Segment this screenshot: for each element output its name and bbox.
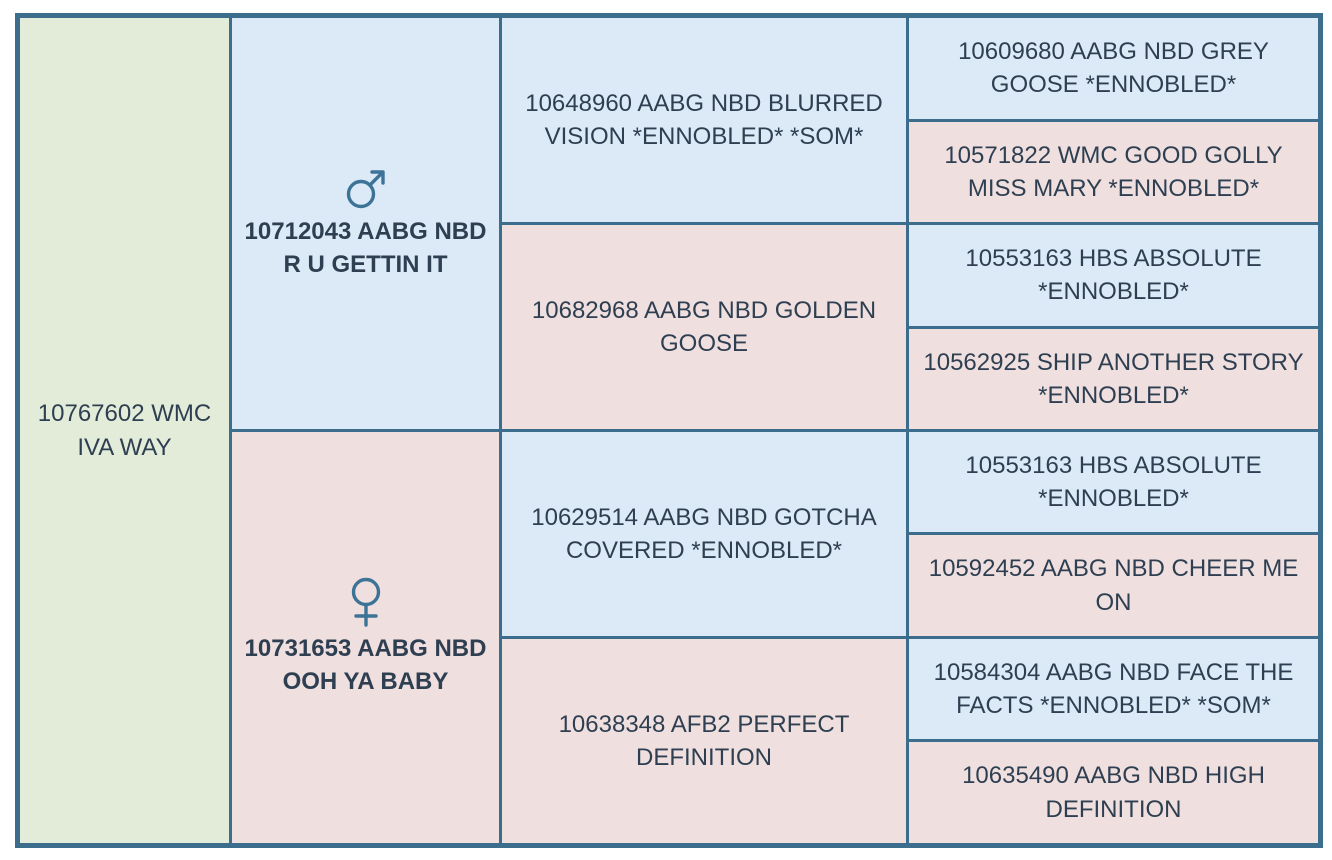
female-symbol-icon [242,576,489,628]
gen4-label: 10592452 AABG NBD CHEER ME ON [928,555,1299,616]
pedigree-cell-gen4-6[interactable]: 10592452 AABG NBD CHEER ME ON [906,532,1322,639]
pedigree-cell-gen4-2[interactable]: 10571822 WMC GOOD GOLLY MISS MARY *ENNOB… [906,118,1322,226]
pedigree-cell-gen3-2[interactable]: 10682968 AABG NBD GOLDEN GOOSE [499,222,909,432]
pedigree-cell-gen3-1[interactable]: 10648960 AABG NBD BLURRED VISION *ENNOBL… [499,13,909,226]
table-row: 10767602 WMC IVA WAY 10712043 AABG NBD R… [16,13,1322,847]
gen4-label: 10571822 WMC GOOD GOLLY MISS MARY *ENNOB… [944,141,1283,202]
gen4-label: 10584304 AABG NBD FACE THE FACTS *ENNOBL… [933,658,1294,719]
gen3-label: 10648960 AABG NBD BLURRED VISION *ENNOBL… [525,89,883,151]
male-symbol-icon [242,165,489,211]
gen4-label: 10635490 AABG NBD HIGH DEFINITION [962,762,1265,823]
pedigree-cell-self[interactable]: 10767602 WMC IVA WAY [16,14,232,847]
dam-label: 10731653 AABG NBD OOH YA BABY [244,635,487,696]
pedigree-cell-gen4-7[interactable]: 10584304 AABG NBD FACE THE FACTS *ENNOBL… [906,635,1322,743]
table-row: 10562925 SHIP ANOTHER STORY *ENNOBLED* [18,325,1322,432]
gen3-label: 10629514 AABG NBD GOTCHA COVERED *ENNOBL… [531,503,877,564]
pedigree-cell-gen4-1[interactable]: 10609680 AABG NBD GREY GOOSE *ENNOBLED* [906,14,1322,122]
table-row: 10731653 AABG NBD OOH YA BABY 10629514 A… [18,428,1322,848]
pedigree-cell-gen4-3[interactable]: 10553163 HBS ABSOLUTE *ENNOBLED* [906,222,1322,329]
gen4-label: 10553163 HBS ABSOLUTE *ENNOBLED* [965,452,1262,513]
gen4-label: 10609680 AABG NBD GREY GOOSE *ENNOBLED* [958,38,1269,99]
self-label: 10767602 WMC IVA WAY [37,400,212,461]
table-row: 10571822 WMC GOOD GOLLY MISS MARY *ENNOB… [18,118,1322,226]
table-row: 10592452 AABG NBD CHEER ME ON [18,532,1322,639]
pedigree-cell-gen4-8[interactable]: 10635490 AABG NBD HIGH DEFINITION [906,739,1322,847]
gen3-label: 10682968 AABG NBD GOLDEN GOOSE [531,296,877,358]
pedigree-cell-gen3-3[interactable]: 10629514 AABG NBD GOTCHA COVERED *ENNOBL… [499,428,909,639]
pedigree-cell-sire[interactable]: 10712043 AABG NBD R U GETTIN IT [229,14,502,432]
table-row: 10635490 AABG NBD HIGH DEFINITION [18,739,1322,847]
pedigree-chart: 10767602 WMC IVA WAY 10712043 AABG NBD R… [15,13,1323,848]
pedigree-cell-gen4-5[interactable]: 10553163 HBS ABSOLUTE *ENNOBLED* [906,428,1322,536]
gen4-label: 10553163 HBS ABSOLUTE *ENNOBLED* [965,245,1262,306]
table-row: 10638348 AFB2 PERFECT DEFINITION 1058430… [18,635,1322,848]
pedigree-table: 10767602 WMC IVA WAY 10712043 AABG NBD R… [15,13,1323,848]
sire-label: 10712043 AABG NBD R U GETTIN IT [244,218,487,279]
table-row: 10682968 AABG NBD GOLDEN GOOSE 10553163 … [18,222,1322,432]
pedigree-cell-dam[interactable]: 10731653 AABG NBD OOH YA BABY [229,428,502,848]
pedigree-cell-gen3-4[interactable]: 10638348 AFB2 PERFECT DEFINITION [499,635,909,848]
pedigree-cell-gen4-4[interactable]: 10562925 SHIP ANOTHER STORY *ENNOBLED* [906,325,1322,432]
gen4-label: 10562925 SHIP ANOTHER STORY *ENNOBLED* [923,348,1304,409]
gen3-label: 10638348 AFB2 PERFECT DEFINITION [558,710,850,771]
